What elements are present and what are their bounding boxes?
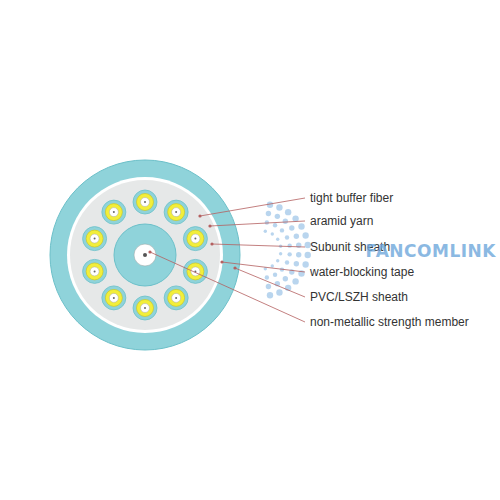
subunit-sheath [102, 200, 126, 224]
watermark-dot [302, 261, 308, 267]
watermark-dot [294, 261, 299, 266]
fiber-core [113, 297, 115, 299]
leader-line [212, 244, 305, 247]
watermark-dot [283, 276, 288, 281]
watermark-dot [271, 264, 274, 267]
watermark-dot [287, 252, 291, 256]
fiber [172, 208, 181, 217]
watermark-dot [267, 292, 273, 298]
leader-line [222, 262, 305, 272]
watermark-dot [289, 225, 294, 230]
part-label: non-metallic strength member [310, 315, 469, 329]
watermark-fan [264, 201, 311, 298]
watermark-dot [302, 232, 308, 238]
fiber [90, 234, 99, 243]
tight-buffer [168, 289, 185, 306]
leader-lines [150, 198, 305, 322]
tight-buffer [137, 300, 154, 317]
fiber-core [175, 211, 177, 213]
tight-buffer [137, 194, 154, 211]
tight-buffer [105, 204, 122, 221]
watermark-dot [266, 284, 271, 289]
fiber-core [175, 297, 177, 299]
tight-buffer [105, 289, 122, 306]
fiber [109, 293, 118, 302]
watermark-dot [279, 252, 282, 255]
water-blocking-tape [67, 177, 223, 333]
watermark-dot [285, 209, 291, 215]
watermark-dot [280, 228, 284, 232]
part-label: water-blocking tape [310, 265, 414, 279]
watermark-dot [275, 214, 280, 219]
leader-dots [148, 214, 236, 269]
watermark-dot [273, 273, 277, 277]
subunit-sheath [83, 259, 107, 283]
leader-line [235, 268, 305, 297]
subunit-sheath [164, 286, 188, 310]
fiber [90, 267, 99, 276]
watermark-dot [265, 220, 269, 224]
watermark-dot [292, 215, 298, 221]
aramid-yarn-area [70, 180, 220, 330]
watermark-dot [305, 242, 311, 248]
tight-buffer [168, 204, 185, 221]
outer-sheath [50, 160, 240, 350]
leader-line [210, 221, 305, 226]
watermark-dot [283, 219, 288, 224]
fiber-core [144, 201, 146, 203]
subunit-sheath [102, 286, 126, 310]
watermark-dot [266, 211, 271, 216]
tight-buffer [86, 263, 103, 280]
watermark-dot [273, 223, 277, 227]
watermark-dot [305, 252, 311, 258]
part-label: aramid yarn [310, 214, 373, 228]
fiber-core [194, 238, 196, 240]
watermark-dot [276, 289, 282, 295]
fiber-core [94, 238, 96, 240]
part-label: tight buffer fiber [310, 191, 393, 205]
watermark-dot [276, 204, 282, 210]
tight-buffer [86, 230, 103, 247]
fiber [172, 293, 181, 302]
strength-member [134, 244, 156, 266]
subunit-sheath [183, 227, 207, 251]
watermark-dot [285, 260, 289, 264]
watermark-dot [287, 243, 291, 247]
fiber [191, 234, 200, 243]
subunit-sheath [183, 259, 207, 283]
leader-line [150, 252, 305, 322]
fiber-core [144, 307, 146, 309]
watermark-dot [276, 259, 279, 262]
watermark-dot [265, 275, 269, 279]
fiber [141, 304, 150, 313]
fiber [109, 208, 118, 217]
fiber-core [94, 270, 96, 272]
subunit-sheath [133, 190, 157, 214]
watermark-dot [264, 230, 267, 233]
subunit-sheath [164, 200, 188, 224]
tight-buffer [187, 230, 204, 247]
watermark-dot [285, 235, 289, 239]
fiber-core [113, 211, 115, 213]
strength-member-core [143, 253, 147, 257]
watermark-dot [271, 232, 274, 235]
part-label: PVC/LSZH sheath [310, 290, 408, 304]
watermark-dot [298, 223, 304, 229]
watermark-dot [292, 278, 298, 284]
fiber [141, 198, 150, 207]
leader-line [200, 198, 305, 216]
watermark: FANCOMLINK [366, 241, 496, 261]
subunit-sheath [83, 227, 107, 251]
watermark-dot [294, 234, 299, 239]
strength-member-jacket [114, 224, 176, 286]
watermark-dot [296, 252, 301, 257]
subunit-sheath [133, 296, 157, 320]
tight-buffer [187, 263, 204, 280]
fiber-group [83, 190, 208, 320]
watermark-dot [276, 238, 279, 241]
